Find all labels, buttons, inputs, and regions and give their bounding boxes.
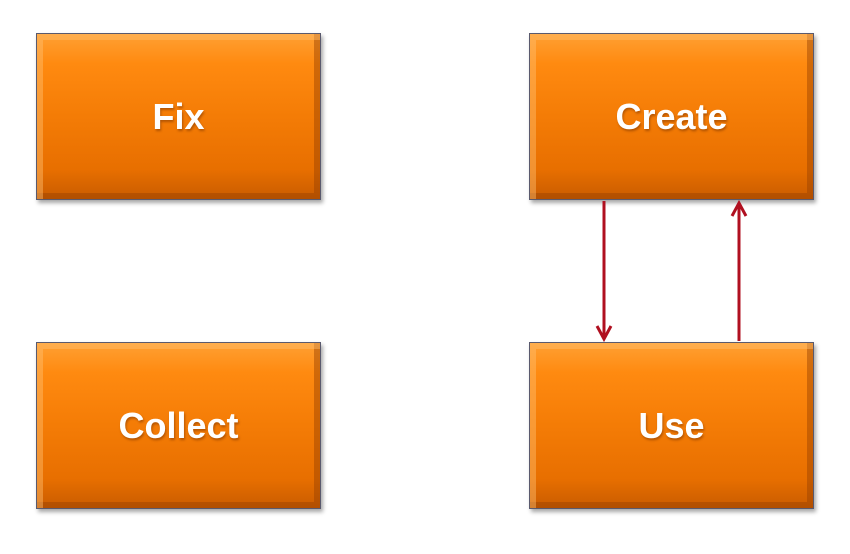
use-box: Use <box>529 342 814 509</box>
use-label: Use <box>638 404 705 446</box>
fix-label: Fix <box>152 95 205 137</box>
create-box: Create <box>529 33 814 200</box>
create-label: Create <box>615 95 728 137</box>
collect-label: Collect <box>118 404 239 446</box>
fix-box: Fix <box>36 33 321 200</box>
collect-box: Collect <box>36 342 321 509</box>
use-to-create-arrow <box>730 199 748 341</box>
create-to-use-arrow <box>595 201 613 343</box>
